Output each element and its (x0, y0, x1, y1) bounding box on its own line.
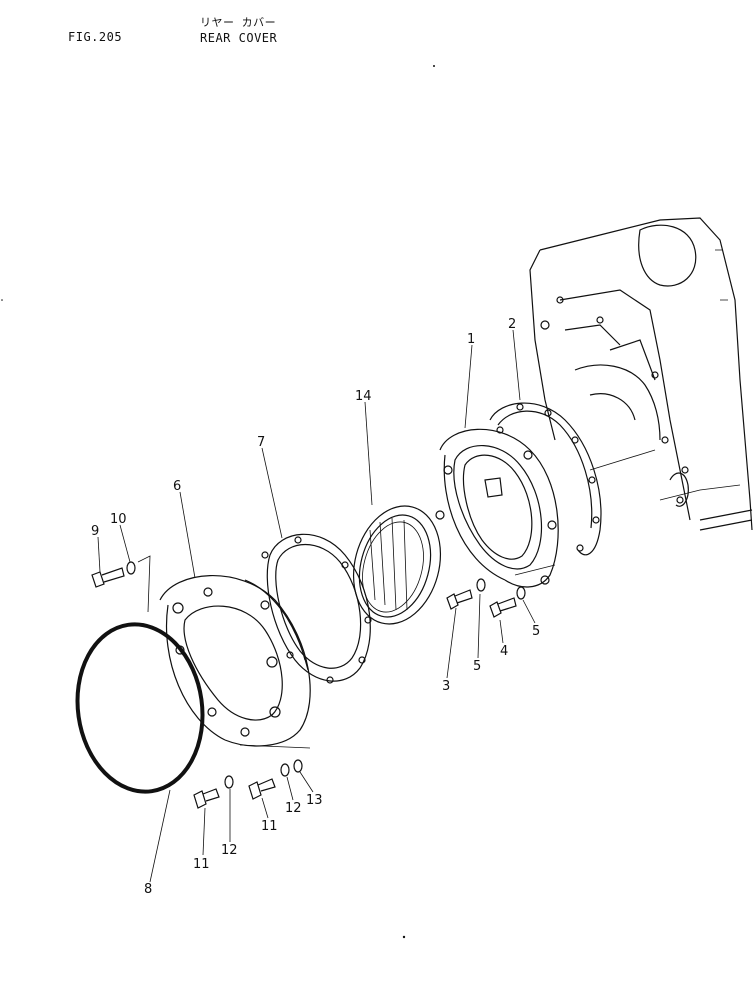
callout-6: 6 (173, 479, 181, 494)
callout-11b: 11 (261, 819, 278, 834)
callout-2: 2 (508, 317, 516, 332)
callout-9: 9 (91, 524, 99, 539)
title-english: REAR COVER (200, 31, 278, 45)
washer-12b (280, 763, 290, 777)
figure-number: FIG.205 (68, 30, 123, 44)
callout-13: 13 (306, 793, 323, 808)
title-japanese: リヤー カバー (200, 16, 277, 29)
washer-12a (224, 775, 234, 789)
callout-4: 4 (500, 644, 508, 659)
callout-11a: 11 (193, 857, 210, 872)
washer-13 (293, 759, 303, 773)
bolt-3 (446, 589, 473, 610)
callout-12b: 12 (285, 801, 302, 816)
bolt-11a (193, 788, 220, 809)
callout-14: 14 (355, 389, 372, 404)
bolt-9 (91, 567, 125, 588)
callout-5b: 5 (532, 624, 540, 639)
o-ring-8 (75, 622, 205, 794)
gasket-2 (489, 402, 602, 556)
callout-5a: 5 (473, 659, 481, 674)
bolt-4 (489, 597, 517, 618)
callout-1: 1 (467, 332, 475, 347)
assembly-lines (137, 555, 556, 749)
callout-3: 3 (442, 679, 450, 694)
callout-8: 8 (144, 882, 152, 897)
callout-labels: 1 2 3 4 5 5 6 7 8 9 10 11 11 12 12 13 14 (91, 317, 540, 897)
oil-seal-14 (352, 505, 442, 625)
washer-5b (516, 586, 526, 600)
washer-5a (476, 578, 486, 592)
scan-specks (1, 65, 435, 939)
washer-10 (126, 561, 136, 575)
leader-lines (97, 329, 536, 883)
bolt-11b (248, 778, 276, 800)
callout-12a: 12 (221, 843, 238, 858)
callout-7: 7 (257, 435, 265, 450)
cover-6 (159, 575, 311, 747)
rear-cover-1 (435, 426, 559, 588)
engine-block (529, 217, 753, 531)
callout-10: 10 (110, 512, 127, 527)
gasket-7 (261, 533, 372, 684)
